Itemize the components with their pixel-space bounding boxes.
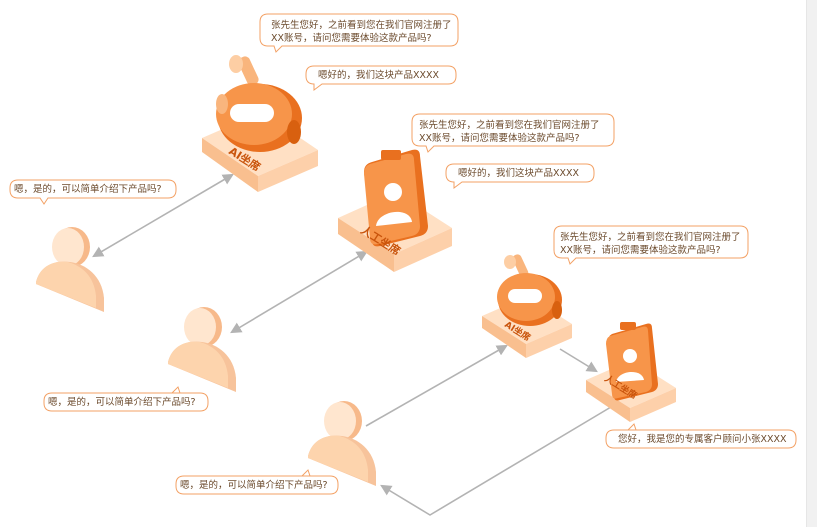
bubble-scene2-agent-reply: 嗯好的，我们这块产品XXXX (445, 163, 595, 189)
bubble-scene1-agent-greeting: 张先生您好，之前看到您在我们官网注册了 XX账号，请问您需要体验这款产品吗? (259, 13, 459, 53)
bubble-scene3-agent-greeting-line2: XX账号，请问您需要体验这款产品吗? (560, 244, 721, 256)
bubble-scene3-agent-greeting: 张先生您好，之前看到您在我们官网注册了 XX账号，请问您需要体验这款产品吗? (553, 225, 749, 265)
bubble-scene3-consultant-reply: 您好，我是您的专属客户顾问小张XXXX (605, 423, 797, 449)
vertical-scrollbar[interactable] (806, 0, 817, 527)
arrow-customer3-ai3 (365, 344, 508, 427)
human-agent-3 (586, 322, 676, 422)
bubble-scene2-customer: 嗯，是的，可以简单介绍下产品吗? (43, 386, 209, 412)
customer-figure-3 (308, 401, 376, 486)
arrows (92, 173, 617, 516)
customer-figure-1 (36, 227, 104, 312)
bubble-scene1-agent-reply-text: 嗯好的，我们这块产品XXXX (318, 69, 440, 81)
arrow-customer1-ai1 (92, 173, 234, 258)
human-agent-2 (338, 149, 452, 272)
bubble-scene1-customer: 嗯，是的，可以简单介绍下产品吗? (9, 179, 177, 205)
bubble-scene2-agent-greeting-line1: 张先生您好，之前看到您在我们官网注册了 (419, 119, 600, 131)
bubble-scene1-agent-reply: 嗯好的，我们这块产品XXXX (305, 65, 457, 91)
bubble-scene3-customer: 嗯，是的，可以简单介绍下产品吗? (175, 469, 339, 495)
ai-agent-1 (202, 55, 318, 192)
bubble-scene1-agent-greeting-line2: XX账号，请问您需要体验这款产品吗? (271, 32, 432, 44)
ai-agent-3 (482, 254, 572, 358)
bubble-scene3-consultant-reply-text: 您好，我是您的专属客户顾问小张XXXX (618, 433, 787, 445)
bubble-scene2-customer-text: 嗯，是的，可以简单介绍下产品吗? (48, 396, 196, 408)
arrow-human3-customer3 (380, 403, 617, 516)
arrow-customer2-human2 (230, 250, 368, 334)
bubble-scene1-customer-text: 嗯，是的，可以简单介绍下产品吗? (14, 183, 162, 195)
bubble-scene2-agent-reply-text: 嗯好的，我们这块产品XXXX (458, 167, 580, 179)
bubble-scene3-agent-greeting-line1: 张先生您好，之前看到您在我们官网注册了 (560, 231, 741, 243)
arrow-ai3-human3 (559, 348, 598, 373)
customer-figure-2 (168, 307, 236, 392)
bubble-scene3-customer-text: 嗯，是的，可以简单介绍下产品吗? (180, 479, 328, 491)
bubble-scene1-agent-greeting-line1: 张先生您好，之前看到您在我们官网注册了 (271, 19, 452, 31)
bubble-scene2-agent-greeting: 张先生您好，之前看到您在我们官网注册了 XX账号，请问您需要体验这款产品吗? (411, 113, 615, 153)
bubble-scene2-agent-greeting-line2: XX账号，请问您需要体验这款产品吗? (419, 132, 580, 144)
